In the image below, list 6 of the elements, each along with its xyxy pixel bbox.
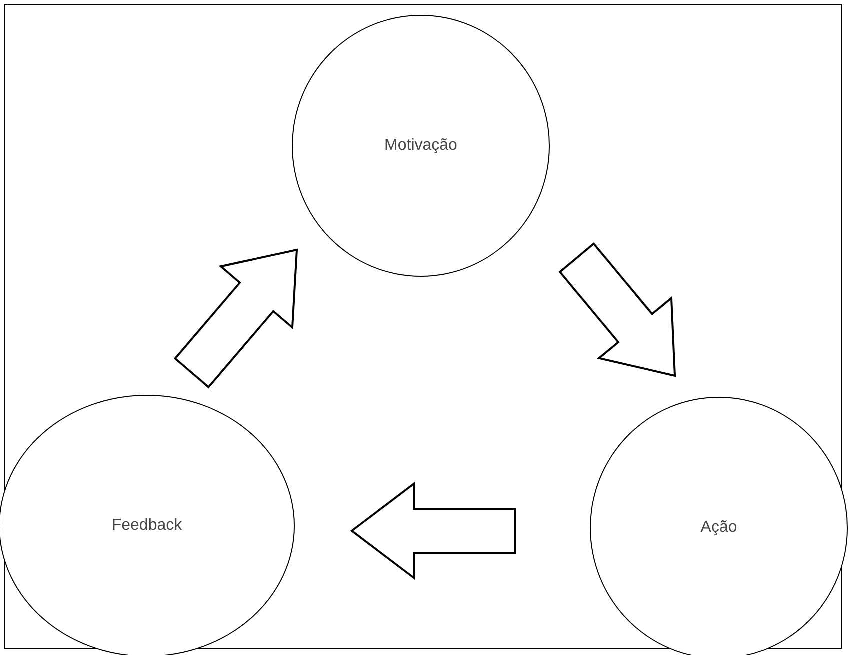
block-arrow — [174, 248, 298, 389]
block-arrow — [558, 242, 676, 378]
node-label: Feedback — [112, 517, 182, 535]
node-label: Motivação — [384, 137, 458, 155]
node-label: Ação — [700, 519, 738, 537]
block-arrow — [350, 482, 516, 580]
